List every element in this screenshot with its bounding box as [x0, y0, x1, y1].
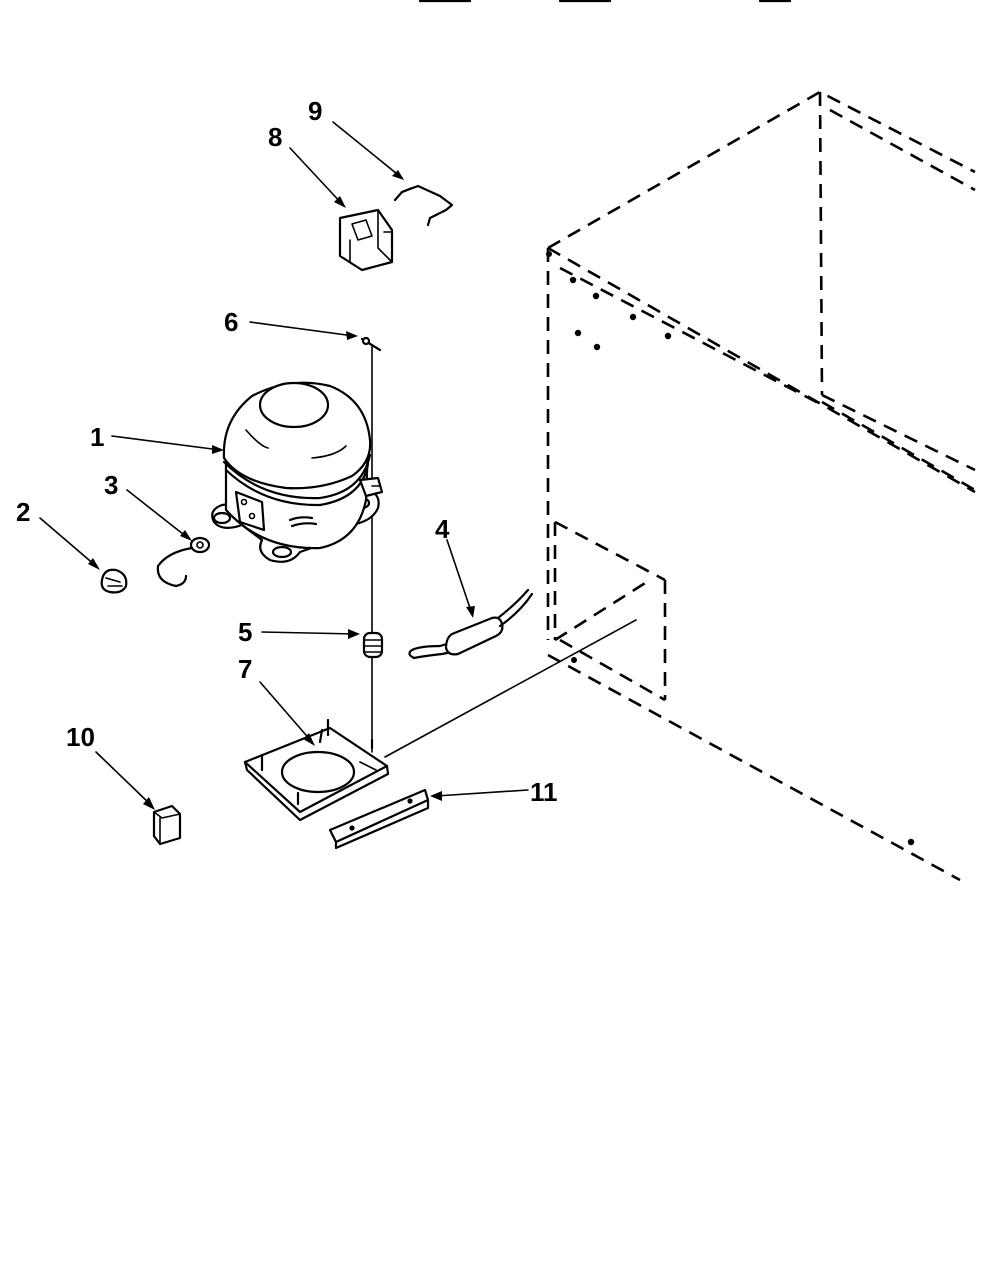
leader-lines	[39, 121, 529, 810]
screw	[360, 336, 382, 352]
callout-7: 7	[238, 654, 252, 684]
callout-8: 8	[268, 122, 282, 152]
callout-9: 9	[308, 96, 322, 126]
grommet	[100, 568, 128, 594]
callout-6: 6	[224, 307, 238, 337]
callout-11: 11	[530, 777, 558, 807]
callout-3: 3	[104, 470, 118, 500]
spring	[362, 631, 384, 659]
relay-clip	[393, 184, 454, 227]
callout-1: 1	[90, 422, 104, 452]
callout-5: 5	[238, 617, 252, 647]
compressor-mounting-plate	[243, 718, 390, 822]
bracket	[328, 788, 430, 850]
callout-10: 10	[66, 722, 95, 752]
compressor	[211, 381, 384, 563]
cabinet-outline	[546, 90, 976, 882]
callout-labels: 9 8 6 1 3 2 4 5 7 10 11	[16, 96, 558, 807]
alignment-lines	[371, 345, 637, 758]
callout-4: 4	[435, 514, 450, 544]
callout-2: 2	[16, 497, 30, 527]
relay-overload	[338, 208, 394, 272]
drier	[408, 588, 534, 660]
wire-clip	[156, 536, 211, 588]
terminal-cover	[152, 804, 182, 846]
